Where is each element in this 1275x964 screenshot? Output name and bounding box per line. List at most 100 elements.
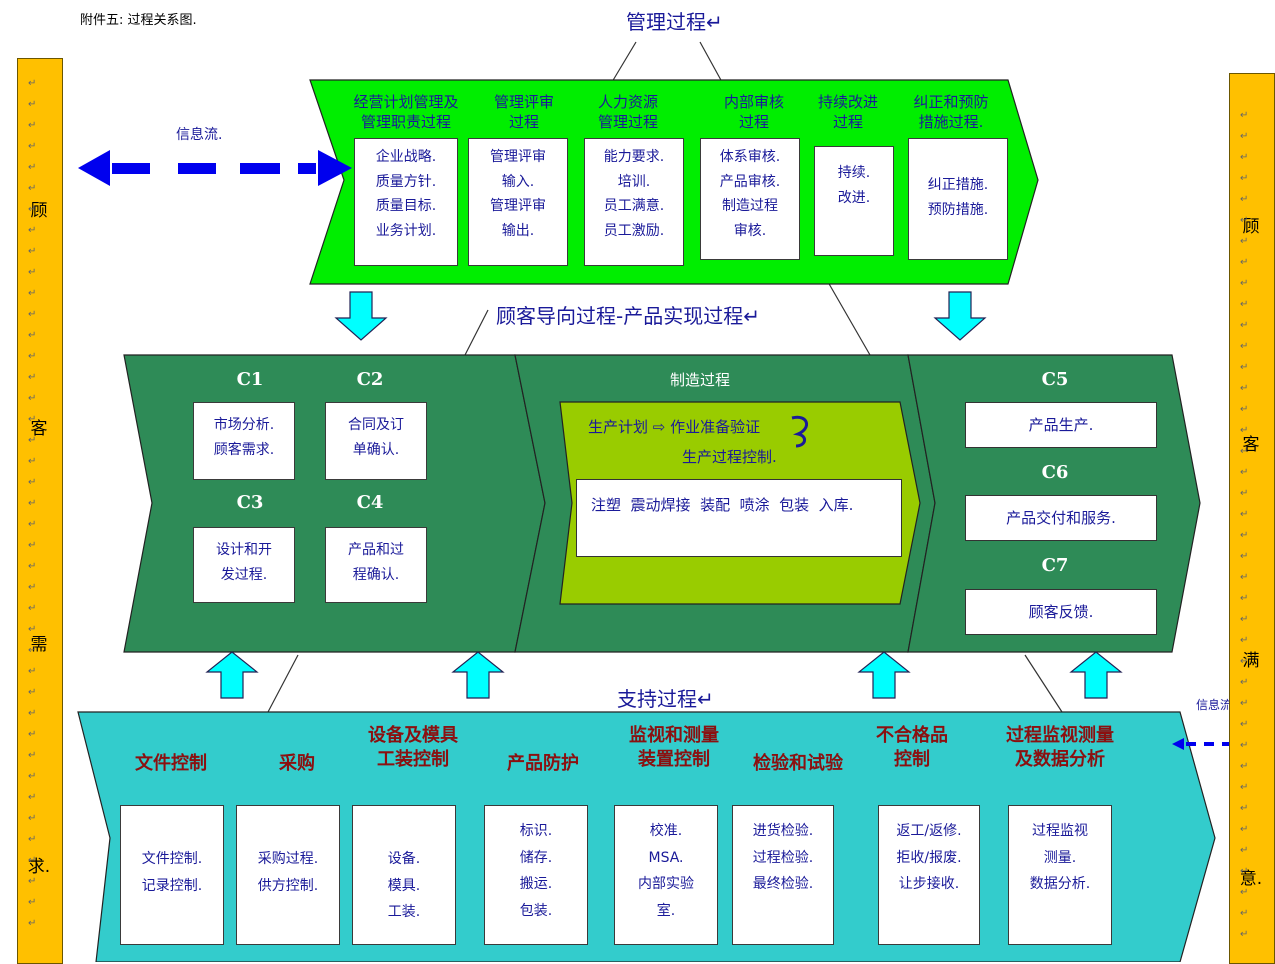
c3-label: C3 (236, 492, 264, 513)
return-mark-icon: ↵ (28, 78, 37, 89)
c7-box: 顾客反馈. (965, 589, 1157, 635)
return-mark-icon: ↵ (1240, 236, 1249, 247)
management-title: 管理过程↵ (626, 10, 723, 34)
return-mark-icon: ↵ (28, 99, 37, 110)
right-side-char-1: 顾 (1242, 217, 1260, 237)
support-box-1: 文件控制. 记录控制. (120, 805, 224, 945)
return-mark-icon: ↵ (1240, 824, 1249, 835)
return-mark-icon: ↵ (28, 120, 37, 131)
return-mark-icon: ↵ (28, 414, 37, 425)
return-mark-icon: ↵ (1240, 383, 1249, 394)
support-box-3: 设备. 模具. 工装. (352, 805, 456, 945)
return-mark-icon: ↵ (28, 918, 37, 929)
return-mark-icon: ↵ (1240, 551, 1249, 562)
support-box-5: 校准. MSA. 内部实验 室. (614, 805, 718, 945)
return-mark-icon: ↵ (1240, 572, 1249, 583)
c2-box: 合同及订 单确认. (325, 402, 427, 480)
support-box-4: 标识. 储存. 搬运. 包装. (484, 805, 588, 945)
right-side-char-2: 客 (1242, 435, 1260, 455)
customer-oriented-title: 顾客导向过程-产品实现过程↵ (496, 304, 760, 328)
return-mark-icon: ↵ (28, 204, 37, 215)
mgmt-box-3: 能力要求. 培训. 员工满意. 员工激励. (584, 138, 684, 266)
return-mark-icon: ↵ (28, 393, 37, 404)
return-mark-icon: ↵ (28, 498, 37, 509)
mgmt-box-5: 持续. 改进. (814, 146, 894, 256)
right-side-char-3: 满 (1242, 651, 1260, 671)
return-mark-icon: ↵ (1240, 257, 1249, 268)
support-heading-8: 过程监视测量 及数据分析 (1006, 725, 1114, 771)
c1-label: C1 (236, 369, 264, 390)
return-mark-icon: ↵ (1240, 845, 1249, 856)
info-flow-left-arrow (78, 150, 352, 186)
info-flow-label-right: 信息流. (1196, 698, 1236, 712)
return-mark-icon: ↵ (28, 540, 37, 551)
return-mark-icon: ↵ (28, 561, 37, 572)
manufacturing-flow-line2: 生产过程控制. (682, 448, 777, 466)
return-mark-icon: ↵ (1240, 719, 1249, 730)
return-mark-icon: ↵ (28, 246, 37, 257)
return-mark-icon: ↵ (1240, 614, 1249, 625)
support-heading-7: 不合格品 控制 (876, 725, 948, 771)
return-mark-icon: ↵ (1240, 278, 1249, 289)
return-mark-icon: ↵ (28, 813, 37, 824)
return-mark-icon: ↵ (1240, 320, 1249, 331)
c4-box: 产品和过 程确认. (325, 527, 427, 603)
mgmt-heading-1: 经营计划管理及 管理职责过程 (353, 93, 459, 132)
support-heading-3: 设备及模具 工装控制 (368, 725, 458, 771)
curve-arrow-icon (791, 415, 808, 448)
return-mark-icon: ↵ (28, 624, 37, 635)
left-side-char-2: 客 (30, 419, 48, 439)
support-heading-6: 检验和试验 (753, 753, 843, 774)
return-mark-icon: ↵ (1240, 635, 1249, 646)
return-mark-icon: ↵ (1240, 908, 1249, 919)
return-mark-icon: ↵ (1240, 782, 1249, 793)
return-mark-icon: ↵ (28, 435, 37, 446)
customer-satisfaction-bar (1229, 73, 1275, 964)
mgmt-heading-3: 人力资源 管理过程 (597, 93, 658, 132)
manufacturing-steps: 注塑 震动焊接 装配 喷涂 包装 入库. (591, 496, 854, 514)
mgmt-heading-4: 内部审核 过程 (723, 93, 784, 132)
mgmt-box-2: 管理评审 输入. 管理评审 输出. (468, 138, 568, 266)
return-mark-icon: ↵ (28, 792, 37, 803)
return-mark-icon: ↵ (28, 708, 37, 719)
c6-box: 产品交付和服务. (965, 495, 1157, 541)
manufacturing-steps-box: 注塑 震动焊接 装配 喷涂 包装 入库. (576, 479, 902, 557)
c6-label: C6 (1041, 462, 1069, 483)
return-mark-icon: ↵ (1240, 488, 1249, 499)
return-mark-icon: ↵ (28, 876, 37, 887)
return-mark-icon: ↵ (1240, 173, 1249, 184)
return-mark-icon: ↵ (1240, 446, 1249, 457)
return-mark-icon: ↵ (28, 183, 37, 194)
return-mark-icon: ↵ (28, 351, 37, 362)
support-box-2: 采购过程. 供方控制. (236, 805, 340, 945)
info-flow-label-left: 信息流. (176, 127, 223, 143)
return-mark-icon: ↵ (1240, 152, 1249, 163)
left-side-char-3: 需 (30, 635, 48, 655)
arrow-up-4 (1069, 651, 1123, 699)
mgmt-heading-6: 纠正和预防 措施过程. (913, 93, 989, 132)
c5-box: 产品生产. (965, 402, 1157, 448)
return-mark-icon: ↵ (1240, 887, 1249, 898)
return-mark-icon: ↵ (1240, 131, 1249, 142)
return-mark-icon: ↵ (1240, 215, 1249, 226)
return-mark-icon: ↵ (28, 855, 37, 866)
return-mark-icon: ↵ (1240, 299, 1249, 310)
return-mark-icon: ↵ (1240, 866, 1249, 877)
return-mark-icon: ↵ (1240, 362, 1249, 373)
c1-box: 市场分析. 顾客需求. (193, 402, 295, 480)
return-mark-icon: ↵ (1240, 740, 1249, 751)
return-mark-icon: ↵ (1240, 425, 1249, 436)
return-mark-icon: ↵ (28, 288, 37, 299)
return-mark-icon: ↵ (1240, 593, 1249, 604)
customer-requirements-bar (17, 58, 63, 964)
mgmt-box-4: 体系审核. 产品审核. 制造过程 审核. (700, 138, 800, 260)
return-mark-icon: ↵ (1240, 761, 1249, 772)
return-mark-icon: ↵ (28, 603, 37, 614)
return-mark-icon: ↵ (1240, 341, 1249, 352)
return-mark-icon: ↵ (28, 687, 37, 698)
c7-label: C7 (1041, 555, 1069, 576)
support-heading-1: 文件控制 (135, 753, 207, 774)
return-mark-icon: ↵ (1240, 698, 1249, 709)
arrow-down-right (933, 291, 987, 341)
connector-lines (267, 41, 1063, 713)
